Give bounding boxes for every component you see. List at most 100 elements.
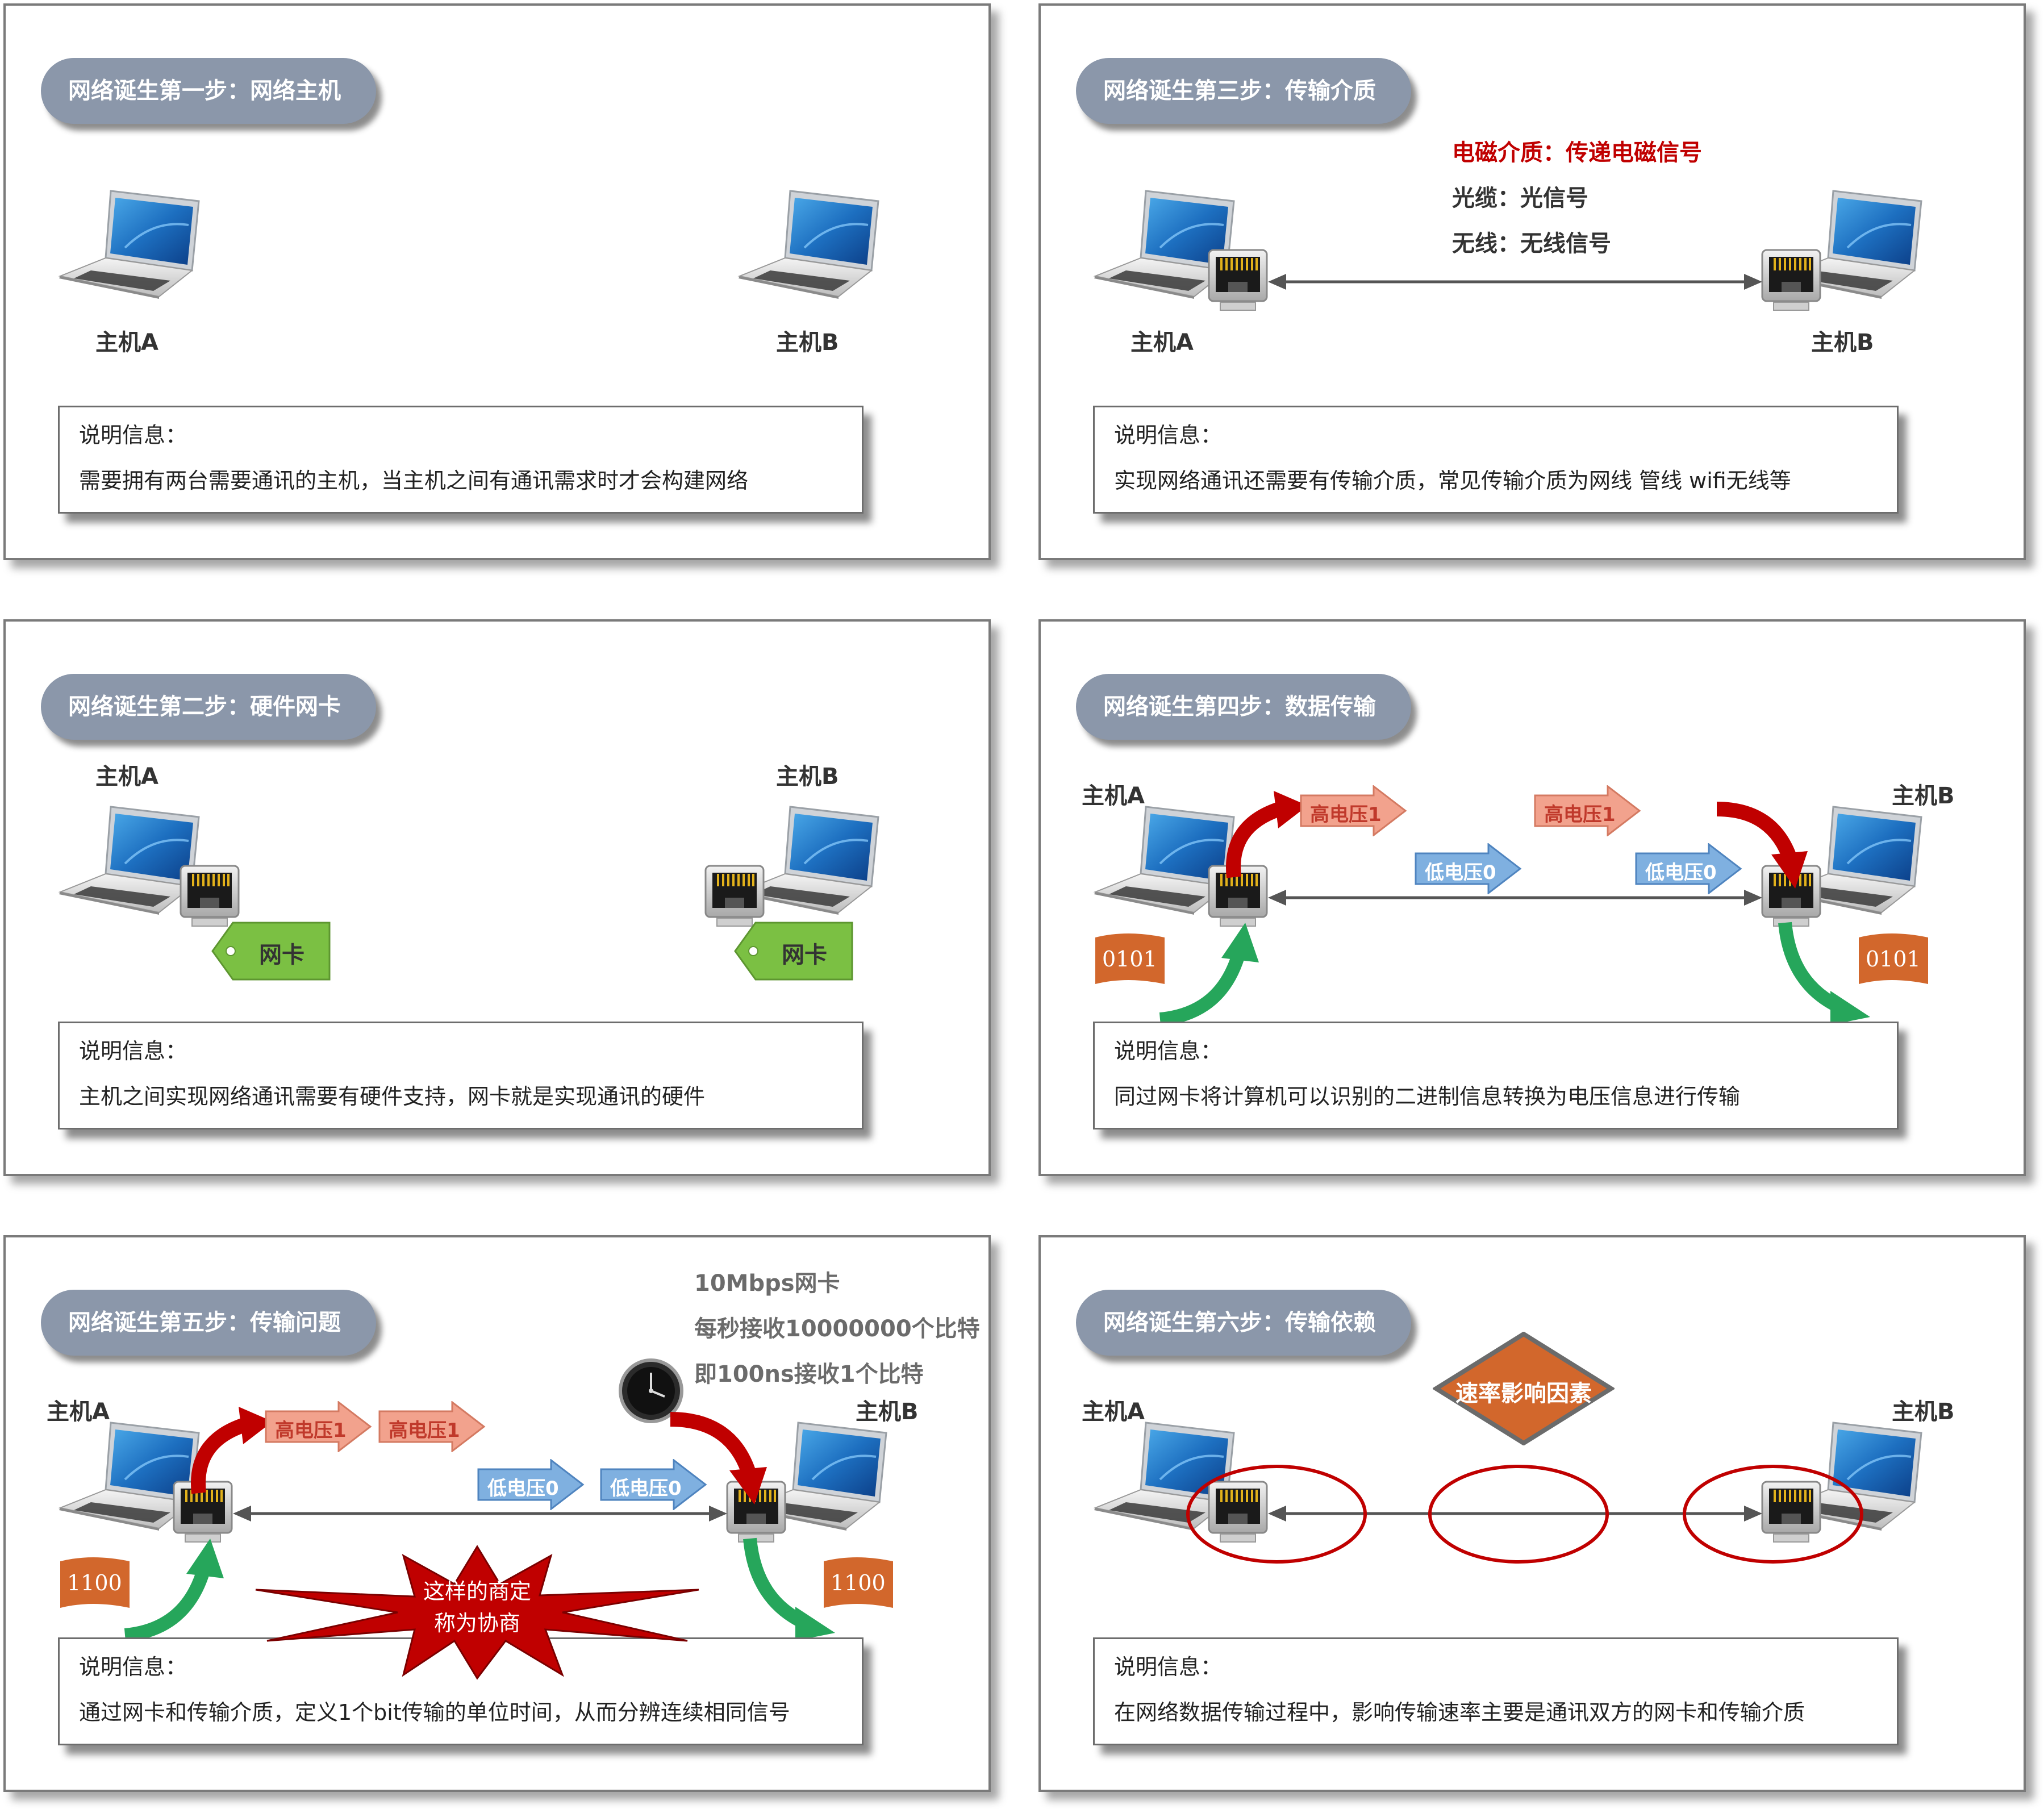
info-title: 说明信息：: [79, 1654, 187, 1679]
nic-tag-icon: [734, 922, 853, 981]
info-box: 说明信息： 实现网络通讯还需要有传输介质，常见传输介质为网线 管线 wifi无线…: [1093, 406, 1899, 514]
negotiation-label-2: 称为协商: [433, 1611, 520, 1636]
panel-step-5: 网络诞生第五步：传输问题 10Mbps网卡 每秒接收10000000个比特 即1…: [3, 1235, 991, 1792]
low-voltage-arrow: [600, 1459, 707, 1510]
high-voltage-label: 高电压1: [1544, 803, 1616, 826]
step-title: 网络诞生第四步：数据传输: [1076, 674, 1411, 740]
high-voltage-arrow: [265, 1401, 372, 1452]
high-voltage-arrow: [1300, 785, 1407, 836]
info-box: 说明信息： 通过网卡和传输介质，定义1个bit传输的单位时间，从而分辨连续相同信…: [58, 1637, 864, 1745]
bits-flag-icon: [1859, 933, 1928, 984]
info-box: 说明信息： 在网络数据传输过程中，影响传输速率主要是通讯双方的网卡和传输介质: [1093, 1637, 1899, 1745]
info-text: 通过网卡和传输介质，定义1个bit传输的单位时间，从而分辨连续相同信号: [79, 1700, 790, 1725]
step-title: 网络诞生第三步：传输介质: [1076, 58, 1411, 124]
green-output-arrow: [1778, 922, 1870, 1025]
info-box: 说明信息： 同过网卡将计算机可以识别的二进制信息转换为电压信息进行传输: [1093, 1022, 1899, 1129]
medium-arrow: [1268, 274, 1762, 290]
rate-factor-diamond: [1433, 1332, 1615, 1445]
medium-arrow: [1268, 1506, 1762, 1522]
nic-tag-label: 网卡: [782, 942, 827, 968]
high-voltage-label: 高电压1: [1310, 803, 1382, 826]
info-title: 说明信息：: [1114, 423, 1223, 448]
high-voltage-arrow: [1534, 785, 1641, 836]
note-line-2: 每秒接收10000000个比特: [694, 1316, 980, 1342]
host-a-label: 主机A: [1082, 783, 1145, 809]
note-line-1: 10Mbps网卡: [694, 1270, 840, 1297]
red-send-arrow: [1226, 791, 1308, 878]
info-text: 需要拥有两台需要通讯的主机，当主机之间有通讯需求时才会构建网络: [79, 468, 749, 493]
red-receive-arrow: [670, 1412, 767, 1504]
bits-label: 0101: [1102, 947, 1157, 972]
low-voltage-label: 低电压0: [1645, 861, 1717, 884]
low-voltage-arrow: [477, 1459, 585, 1510]
host-b-label: 主机B: [1811, 330, 1874, 356]
laptop-icon: [57, 185, 205, 299]
info-box: 说明信息： 主机之间实现网络通讯需要有硬件支持，网卡就是实现通讯的硬件: [58, 1022, 864, 1129]
host-b-label: 主机B: [1892, 1399, 1955, 1425]
info-title: 说明信息：: [79, 423, 187, 448]
rate-factor-label: 速率影响因素: [1455, 1381, 1592, 1407]
panel-step-1: 网络诞生第一步：网络主机 主机A 主机B 说明信息： 需要拥有两台需要通讯的主机…: [3, 3, 991, 560]
nic-tag-label: 网卡: [259, 942, 304, 968]
bits-label: 1100: [67, 1570, 122, 1595]
nic-tag-icon: [211, 922, 331, 981]
info-text: 同过网卡将计算机可以识别的二进制信息转换为电压信息进行传输: [1114, 1084, 1741, 1109]
medium-arrow: [1268, 890, 1762, 906]
nic-port-icon: [1760, 248, 1822, 315]
info-text: 实现网络通讯还需要有传输介质，常见传输介质为网线 管线 wifi无线等: [1114, 468, 1791, 493]
low-voltage-label: 低电压0: [487, 1477, 559, 1500]
info-title: 说明信息：: [79, 1039, 187, 1064]
host-a-label: 主机A: [1082, 1399, 1145, 1425]
focus-ellipse-medium: [1428, 1465, 1609, 1564]
negotiation-label-1: 这样的商定: [423, 1579, 531, 1604]
medium-arrow: [233, 1506, 727, 1522]
host-a-label: 主机A: [1131, 330, 1194, 356]
step-title: 网络诞生第六步：传输依赖: [1076, 1290, 1411, 1356]
bits-label: 0101: [1866, 947, 1921, 972]
info-title: 说明信息：: [1114, 1654, 1223, 1679]
focus-ellipse-nic-b: [1683, 1465, 1863, 1564]
host-a-label: 主机A: [47, 1399, 110, 1425]
info-text: 在网络数据传输过程中，影响传输速率主要是通讯双方的网卡和传输介质: [1114, 1700, 1805, 1725]
host-a-label: 主机A: [95, 330, 158, 356]
info-title: 说明信息：: [1114, 1039, 1223, 1064]
focus-ellipse-nic-a: [1186, 1465, 1367, 1564]
bits-flag-icon: [1095, 933, 1165, 984]
negotiation-burst-icon: [255, 1545, 699, 1680]
high-voltage-arrow: [378, 1401, 486, 1452]
red-send-arrow: [191, 1407, 273, 1494]
low-voltage-arrow: [1415, 843, 1522, 894]
low-voltage-label: 低电压0: [1425, 861, 1496, 884]
bits-label: 1100: [831, 1570, 886, 1595]
step-title: 网络诞生第二步：硬件网卡: [41, 674, 376, 740]
info-text: 主机之间实现网络通讯需要有硬件支持，网卡就是实现通讯的硬件: [79, 1084, 706, 1109]
nic-port-icon: [1207, 248, 1269, 315]
low-voltage-arrow: [1635, 843, 1742, 894]
panel-step-4: 网络诞生第四步：数据传输 主机A 主机B 0101 0101 高电压1: [1038, 619, 2026, 1176]
green-output-arrow: [743, 1537, 835, 1641]
note-line-3: 即100ns接收1个比特: [694, 1361, 924, 1387]
panel-step-2: 网络诞生第二步：硬件网卡 主机A 主机B 网卡 网卡 说明信息： 主机之间实现网…: [3, 619, 991, 1176]
media-line-2: 光缆：光信号: [1452, 185, 1588, 211]
laptop-icon: [736, 185, 884, 299]
low-voltage-label: 低电压0: [610, 1477, 682, 1500]
host-b-label: 主机B: [776, 764, 839, 790]
bits-flag-icon: [60, 1557, 130, 1608]
green-input-arrow: [1159, 923, 1259, 1026]
host-b-label: 主机B: [776, 330, 839, 356]
media-line-3: 无线：无线信号: [1452, 231, 1611, 257]
bits-flag-icon: [824, 1557, 893, 1608]
panel-step-6: 网络诞生第六步：传输依赖 速率影响因素 主机A 主机B 说明信息： 在网络数据传…: [1038, 1235, 2026, 1792]
media-line-1: 电磁介质：传递电磁信号: [1452, 140, 1702, 166]
host-a-label: 主机A: [95, 764, 158, 790]
red-receive-arrow: [1716, 802, 1808, 889]
host-b-label: 主机B: [1892, 783, 1955, 809]
high-voltage-label: 高电压1: [389, 1419, 460, 1442]
step-title: 网络诞生第一步：网络主机: [41, 58, 376, 124]
info-box: 说明信息： 需要拥有两台需要通讯的主机，当主机之间有通讯需求时才会构建网络: [58, 406, 864, 514]
clock-icon: [619, 1358, 683, 1423]
step-title: 网络诞生第五步：传输问题: [41, 1290, 376, 1356]
host-b-label: 主机B: [856, 1399, 919, 1425]
high-voltage-label: 高电压1: [275, 1419, 347, 1442]
green-input-arrow: [124, 1539, 224, 1642]
